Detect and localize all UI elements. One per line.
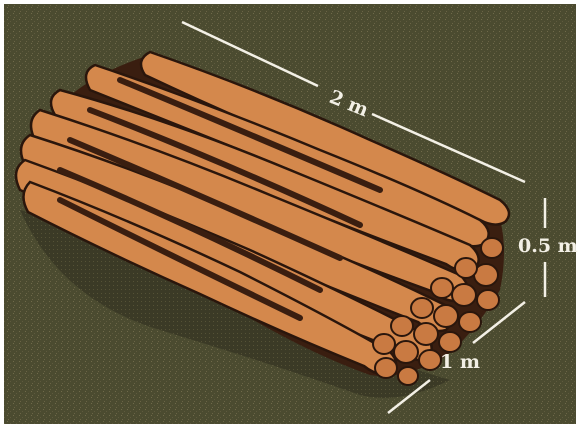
log-end <box>477 290 499 310</box>
log-end <box>431 278 453 298</box>
log-end <box>459 312 481 332</box>
log-end <box>452 284 476 306</box>
log-end <box>481 238 503 258</box>
log-end <box>455 258 477 278</box>
log-end <box>391 316 413 336</box>
log-end <box>375 358 397 378</box>
log-end <box>398 367 418 385</box>
height-label: 0.5 m <box>518 235 578 257</box>
log-end <box>419 350 441 370</box>
log-end <box>373 334 395 354</box>
log-end <box>434 305 458 327</box>
log-end <box>411 298 433 318</box>
width-label: 1 m <box>440 351 480 373</box>
log-end <box>414 323 438 345</box>
log-end <box>439 332 461 352</box>
log-end <box>394 341 418 363</box>
